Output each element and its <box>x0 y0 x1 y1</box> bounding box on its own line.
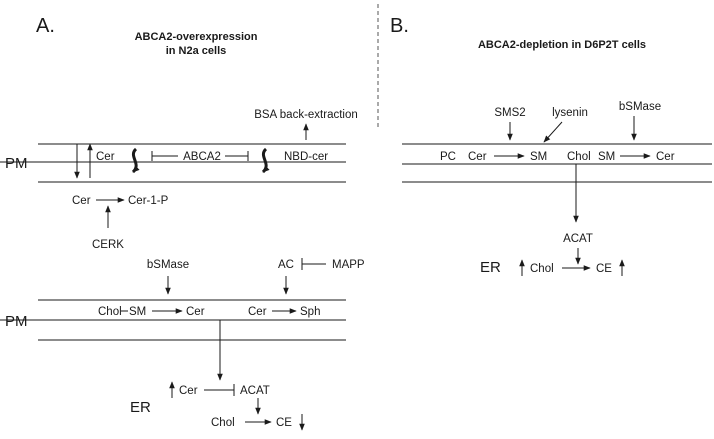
cerk-label: CERK <box>92 239 124 251</box>
pc-label: PC <box>440 151 456 163</box>
membrane-b-cer-label: Cer <box>468 151 487 163</box>
membrane-b-sm-label: SM <box>530 151 547 163</box>
lysenin-arrow <box>543 121 563 143</box>
pm-label-2: PM <box>5 313 28 330</box>
bsa-back-extraction-label: BSA back-extraction <box>254 109 358 121</box>
er-label-b: ER <box>480 259 501 276</box>
sph-label: Sph <box>300 306 320 318</box>
er-chol-label-b: Chol <box>530 263 554 275</box>
membrane2-sm-label: SM <box>129 306 146 318</box>
acat-label-a: ACAT <box>240 385 270 397</box>
membrane-b-chol-label: Chol <box>567 151 591 163</box>
lysenin-label: lysenin <box>552 107 588 119</box>
membrane-b-sm2-label: SM <box>598 151 615 163</box>
membrane1-cer-label: Cer <box>96 151 115 163</box>
mapp-label: MAPP <box>332 259 365 271</box>
cytosol-cer-label: Cer <box>72 195 91 207</box>
abca2-label: ABCA2 <box>183 151 221 163</box>
er-chol-label-a: Chol <box>211 417 235 429</box>
nbd-cer-label: NBD-cer <box>284 151 328 163</box>
sms2-label: SMS2 <box>494 107 525 119</box>
pm-label-1: PM <box>5 155 28 172</box>
er-ce-label-b: CE <box>596 263 612 275</box>
er-label-a: ER <box>130 399 151 416</box>
panel-a-heading-line1: ABCA2-overexpression <box>135 31 258 43</box>
membrane2-chol-label: Chol <box>98 306 122 318</box>
curved-flip-arrow-right <box>261 147 270 174</box>
er-ce-label-a: CE <box>276 417 292 429</box>
er-cer-label: Cer <box>179 385 198 397</box>
membrane-b-cer2-label: Cer <box>656 151 675 163</box>
panel-b-heading: ABCA2-depletion in D6P2T cells <box>478 39 646 51</box>
membrane2-cer-substrate-label: Cer <box>248 306 267 318</box>
panel-a-letter: A. <box>36 15 55 37</box>
curved-flip-arrow-left <box>131 147 140 174</box>
panel-b-letter: B. <box>390 15 409 37</box>
cer-1-p-label: Cer-1-P <box>128 195 169 207</box>
bsmase-label-b: bSMase <box>619 101 661 113</box>
membrane2-cer-product-label: Cer <box>186 306 205 318</box>
panel-a-heading-line2: in N2a cells <box>166 45 227 57</box>
acat-label-b: ACAT <box>563 233 593 245</box>
ac-label: AC <box>278 259 294 271</box>
bsmase-label-a: bSMase <box>147 259 189 271</box>
